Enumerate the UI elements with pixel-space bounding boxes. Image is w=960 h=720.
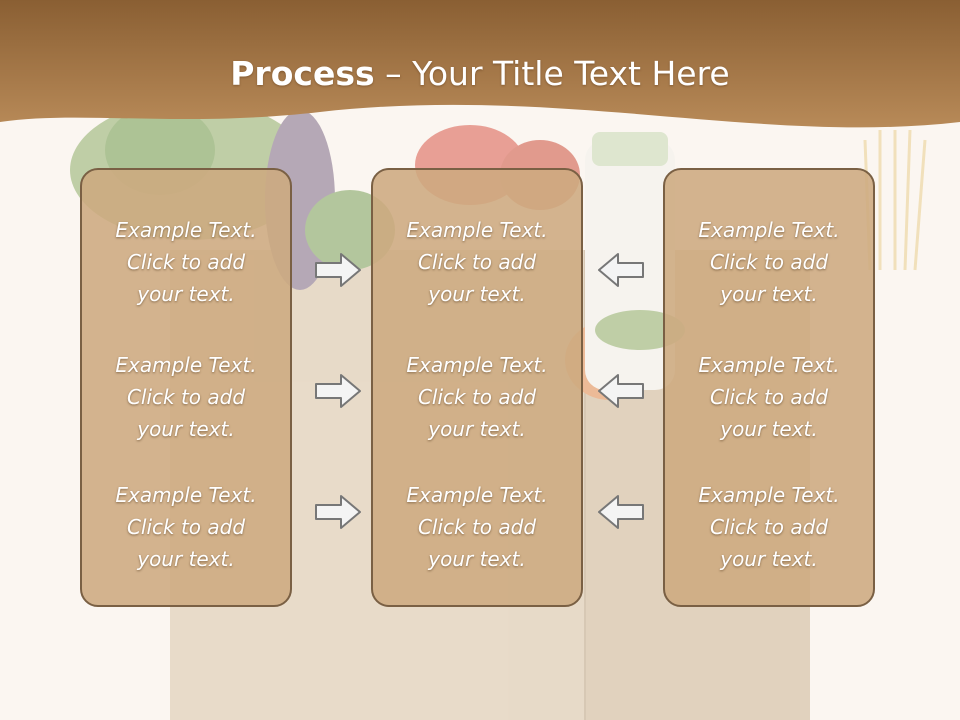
text-line: Example Text. — [115, 353, 257, 377]
text-line: your text. — [137, 282, 235, 306]
text-line: Example Text. — [406, 218, 548, 242]
left-arrow-icon — [598, 253, 644, 287]
text-line: Example Text. — [698, 353, 840, 377]
title-banner — [0, 0, 960, 128]
text-block[interactable]: Example Text. Click to add your text. — [665, 214, 873, 310]
text-line: Click to add — [417, 250, 537, 274]
text-block[interactable]: Example Text. Click to add your text. — [82, 214, 290, 310]
text-line: Click to add — [417, 515, 537, 539]
text-line: your text. — [428, 417, 526, 441]
text-block[interactable]: Example Text. Click to add your text. — [373, 479, 581, 575]
text-line: your text. — [137, 547, 235, 571]
slide-title[interactable]: Process – Your Title Text Here — [0, 52, 960, 96]
text-line: Click to add — [126, 250, 246, 274]
left-arrow-icon — [598, 495, 644, 529]
text-line: Click to add — [709, 250, 829, 274]
text-line: your text. — [428, 547, 526, 571]
text-line: Click to add — [126, 515, 246, 539]
text-block[interactable]: Example Text. Click to add your text. — [665, 479, 873, 575]
title-bold: Process — [230, 54, 375, 93]
text-line: your text. — [720, 417, 818, 441]
text-line: your text. — [428, 282, 526, 306]
text-line: Click to add — [709, 385, 829, 409]
center-panel[interactable]: Example Text. Click to add your text. Ex… — [371, 168, 583, 607]
text-line: Click to add — [126, 385, 246, 409]
text-line: Click to add — [709, 515, 829, 539]
text-block[interactable]: Example Text. Click to add your text. — [665, 349, 873, 445]
right-arrow-icon — [315, 495, 361, 529]
left-arrow-icon — [598, 374, 644, 408]
text-line: your text. — [720, 282, 818, 306]
text-line: your text. — [720, 547, 818, 571]
left-panel[interactable]: Example Text. Click to add your text. Ex… — [80, 168, 292, 607]
title-rest: – Your Title Text Here — [374, 54, 730, 93]
text-block[interactable]: Example Text. Click to add your text. — [373, 349, 581, 445]
text-block[interactable]: Example Text. Click to add your text. — [373, 214, 581, 310]
right-arrow-icon — [315, 374, 361, 408]
text-line: your text. — [137, 417, 235, 441]
right-arrow-icon — [315, 253, 361, 287]
text-line: Example Text. — [115, 483, 257, 507]
text-block[interactable]: Example Text. Click to add your text. — [82, 479, 290, 575]
text-line: Example Text. — [406, 353, 548, 377]
text-block[interactable]: Example Text. Click to add your text. — [82, 349, 290, 445]
right-panel[interactable]: Example Text. Click to add your text. Ex… — [663, 168, 875, 607]
text-line: Example Text. — [406, 483, 548, 507]
text-line: Example Text. — [698, 218, 840, 242]
text-line: Example Text. — [698, 483, 840, 507]
text-line: Example Text. — [115, 218, 257, 242]
text-line: Click to add — [417, 385, 537, 409]
